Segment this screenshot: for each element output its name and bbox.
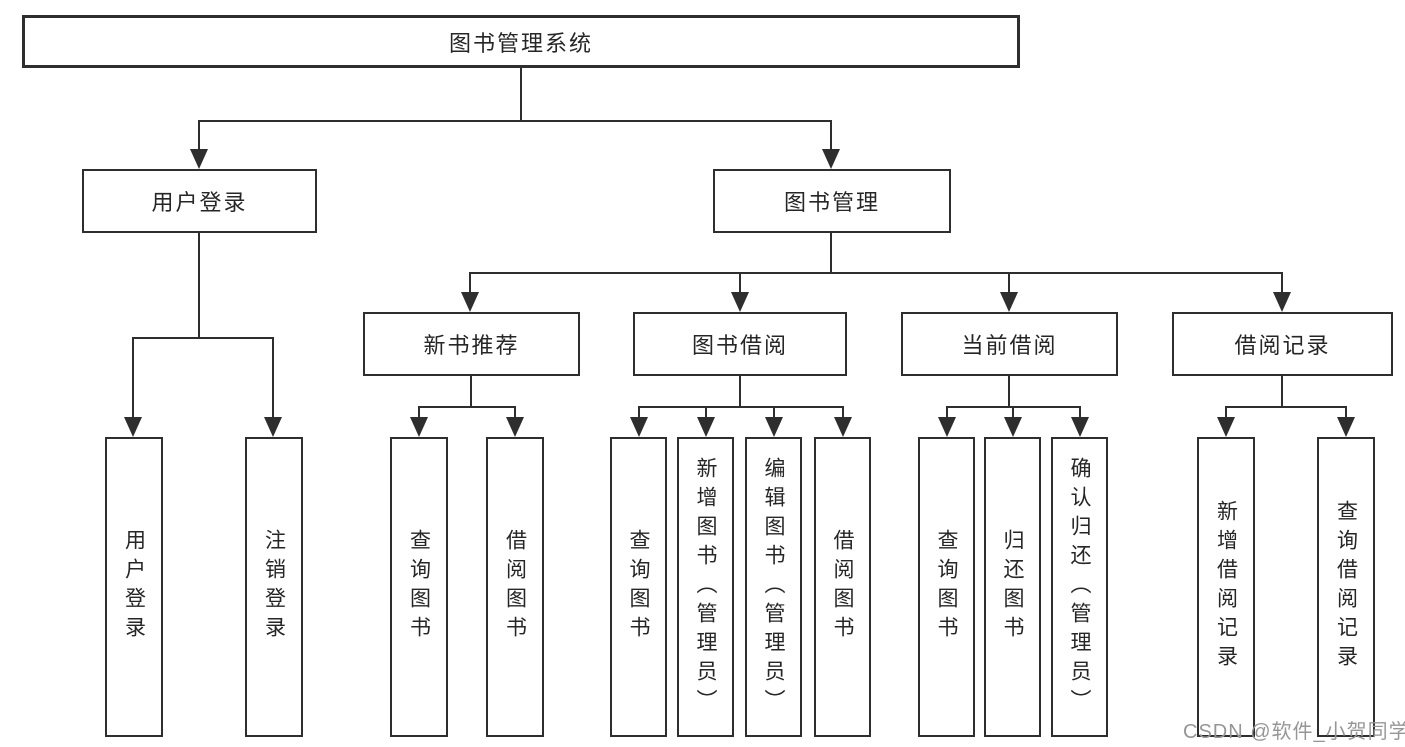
arrow-down-icon: [461, 292, 479, 312]
connector-line: [1281, 376, 1283, 406]
connector-line: [830, 233, 832, 272]
connector-line: [469, 272, 1283, 274]
arrow-down-icon: [630, 417, 648, 437]
connector-line: [198, 233, 200, 337]
arrow-down-icon: [264, 417, 282, 437]
leaf-records-query-borrow-record: 查询借阅记录: [1317, 437, 1375, 737]
leaf-logout: 注销登录: [245, 437, 303, 737]
connector-line: [739, 272, 741, 294]
leaf-records-add-borrow-record: 新增借阅记录: [1197, 437, 1255, 737]
node-library-management-system: 图书管理系统: [22, 15, 1020, 68]
node-current-borrowing: 当前借阅: [901, 312, 1118, 376]
arrow-down-icon: [190, 149, 208, 169]
node-label: 借阅图书: [831, 529, 854, 645]
leaf-borrow-borrow-books: 借阅图书: [814, 437, 871, 737]
node-label: 归还图书: [1001, 529, 1024, 645]
leaf-current-return-books: 归还图书: [984, 437, 1041, 737]
node-label: 查询借阅记录: [1334, 500, 1358, 674]
connector-line: [705, 406, 707, 419]
connector-line: [1008, 272, 1010, 294]
node-label: 用户登录: [151, 190, 248, 215]
node-label: 注销登录: [262, 529, 286, 645]
node-new-book-recommendation: 新书推荐: [363, 312, 580, 376]
leaf-borrow-add-books-admin: 新增图书（管理员）: [677, 437, 734, 737]
node-user-login: 用户登录: [82, 169, 317, 233]
node-label: 新增图书（管理员）: [694, 456, 717, 718]
connector-line: [132, 337, 134, 418]
connector-line: [946, 406, 948, 419]
leaf-recommend-borrow-books: 借阅图书: [486, 437, 544, 737]
node-label: 新增借阅记录: [1214, 500, 1238, 674]
arrow-down-icon: [731, 292, 749, 312]
node-label: 新书推荐: [423, 333, 520, 358]
node-book-borrowing: 图书借阅: [633, 312, 847, 376]
connector-line: [1225, 406, 1346, 408]
node-label: 图书借阅: [691, 333, 788, 358]
arrow-down-icon: [697, 417, 715, 437]
arrow-down-icon: [1273, 292, 1291, 312]
connector-line: [638, 406, 640, 419]
csdn-watermark: CSDN @软件_小贺同学: [1183, 721, 1405, 743]
connector-line: [198, 120, 200, 150]
node-label: 当前借阅: [961, 333, 1058, 358]
arrow-down-icon: [1337, 417, 1355, 437]
arrow-down-icon: [1004, 417, 1022, 437]
arrow-down-icon: [938, 417, 956, 437]
arrow-down-icon: [822, 149, 840, 169]
connector-line: [520, 68, 522, 120]
node-label: 借阅图书: [503, 529, 527, 645]
node-label: 图书管理: [783, 190, 880, 215]
arrow-down-icon: [410, 417, 428, 437]
connector-line: [1281, 272, 1283, 294]
node-label: 图书管理系统: [448, 30, 593, 56]
arrow-down-icon: [1217, 417, 1235, 437]
node-label: 编辑图书（管理员）: [762, 456, 785, 718]
connector-line: [198, 120, 832, 122]
node-label: 查询图书: [935, 529, 958, 645]
node-label: 借阅记录: [1234, 333, 1331, 358]
node-book-management: 图书管理: [713, 169, 951, 233]
connector-line: [773, 406, 775, 419]
connector-line: [132, 337, 274, 339]
node-label: 用户登录: [122, 529, 146, 645]
node-label: 查询图书: [407, 529, 431, 645]
leaf-borrow-query-books: 查询图书: [610, 437, 667, 737]
arrow-down-icon: [834, 417, 852, 437]
leaf-borrow-edit-books-admin: 编辑图书（管理员）: [745, 437, 802, 737]
connector-line: [514, 406, 516, 419]
arrow-down-icon: [506, 417, 524, 437]
connector-line: [739, 376, 741, 406]
connector-line: [1079, 406, 1081, 419]
leaf-recommend-query-books: 查询图书: [390, 437, 448, 737]
connector-line: [1008, 376, 1010, 406]
arrow-down-icon: [124, 417, 142, 437]
connector-line: [272, 337, 274, 418]
connector-line: [842, 406, 844, 419]
leaf-current-confirm-return-admin: 确认归还（管理员）: [1051, 437, 1108, 737]
leaf-user-login: 用户登录: [105, 437, 163, 737]
connector-line: [469, 272, 471, 294]
connector-line: [1345, 406, 1347, 419]
connector-line: [1225, 406, 1227, 419]
connector-line: [638, 406, 844, 408]
arrow-down-icon: [1071, 417, 1089, 437]
node-label: 查询图书: [627, 529, 650, 645]
connector-line: [418, 406, 516, 408]
node-label: 确认归还（管理员）: [1068, 456, 1091, 718]
arrow-down-icon: [1000, 292, 1018, 312]
node-borrowing-records: 借阅记录: [1172, 312, 1393, 376]
leaf-current-query-books: 查询图书: [918, 437, 975, 737]
connector-line: [470, 376, 472, 406]
connector-line: [830, 120, 832, 150]
connector-line: [1012, 406, 1014, 419]
arrow-down-icon: [765, 417, 783, 437]
connector-line: [418, 406, 420, 419]
